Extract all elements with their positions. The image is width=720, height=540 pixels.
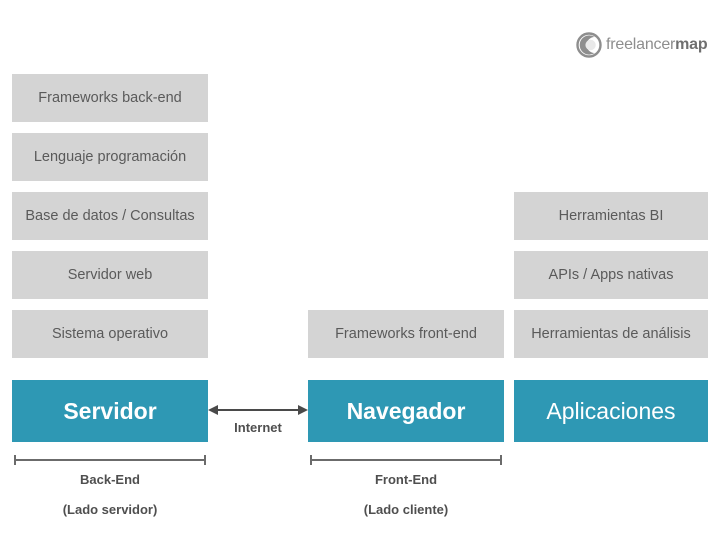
box-sistema-operativo[interactable]: Sistema operativo [12,310,208,358]
bracket-tick-right [204,455,206,465]
freelancermap-circle-logo-icon [576,32,602,58]
box-herramientas-de-analisis[interactable]: Herramientas de análisis [514,310,708,358]
box-servidor-web[interactable]: Servidor web [12,251,208,299]
bracket-subtitle-lado-servidor: (Lado servidor) [62,502,158,517]
logo-wordmark: freelancermap [606,36,708,53]
bracket-front-end [310,455,502,465]
box-servidor[interactable]: Servidor [12,380,208,442]
bracket-bar [310,459,502,461]
internet-label: Internet [234,420,282,435]
box-base-de-datos-consultas[interactable]: Base de datos / Consultas [12,192,208,240]
box-navegador[interactable]: Navegador [308,380,504,442]
bracket-bar [14,459,206,461]
box-herramientas-bi[interactable]: Herramientas BI [514,192,708,240]
internet-connector: Internet [206,398,310,444]
bracket-subtitle-lado-cliente: (Lado cliente) [363,502,449,517]
bracket-back-end [14,455,206,465]
box-aplicaciones[interactable]: Aplicaciones [514,380,708,442]
box-frameworks-back-end[interactable]: Frameworks back-end [12,74,208,122]
logo-word-map: map [675,36,708,53]
bracket-title-back-end: Back-End [80,472,140,487]
bracket-tick-right [500,455,502,465]
bracket-title-front-end: Front-End [374,472,438,487]
logo-word-freelancer: freelancer [606,36,676,53]
box-lenguaje-programacion[interactable]: Lenguaje programación [12,133,208,181]
double-headed-arrow-icon [208,405,308,415]
freelancermap-logo: freelancermap [576,32,708,58]
box-frameworks-front-end[interactable]: Frameworks front-end [308,310,504,358]
box-apis-apps-nativas[interactable]: APIs / Apps nativas [514,251,708,299]
